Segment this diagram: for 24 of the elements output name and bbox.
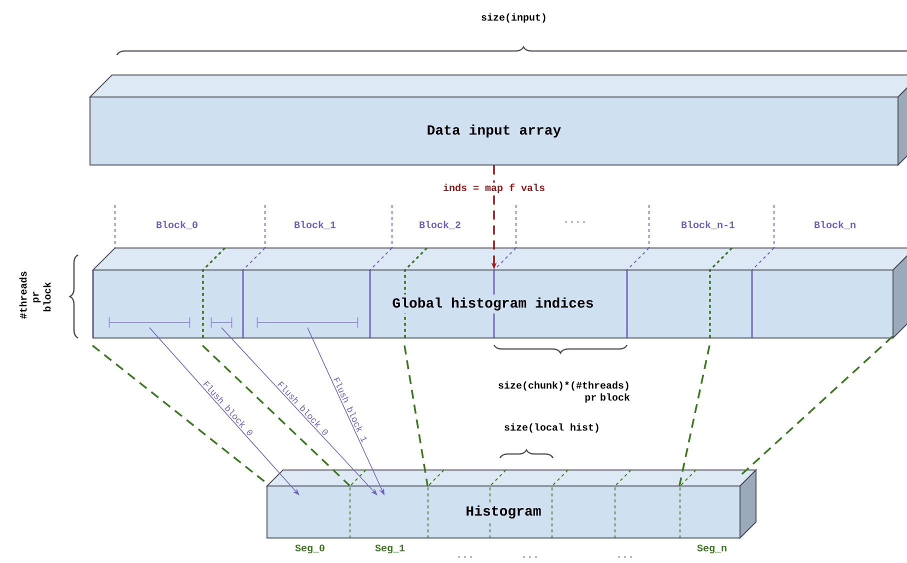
interval-marker <box>210 316 232 328</box>
label: ... <box>523 556 537 558</box>
projection-line <box>92 344 266 482</box>
interval-marker <box>108 316 190 328</box>
label: size(local hist) <box>504 423 598 433</box>
projection-line <box>740 336 894 476</box>
edge-label: inds = map f vals <box>444 184 544 194</box>
label: .... <box>565 221 585 223</box>
label: Block_0 <box>156 220 198 230</box>
label: size(chunk)*(#threads) pr block <box>498 381 630 403</box>
label: size(input) <box>482 13 546 23</box>
projection-line <box>202 344 350 486</box>
arrow <box>221 327 378 496</box>
label: Block_n-1 <box>682 220 735 230</box>
label: ... <box>458 556 472 558</box>
projection-line <box>678 345 710 486</box>
projection-line <box>404 345 428 486</box>
arrow <box>149 327 300 496</box>
label: #threads pr block <box>19 272 51 319</box>
label: Block_2 <box>420 220 460 230</box>
label: Block_1 <box>294 220 336 230</box>
label: ... <box>618 556 632 558</box>
interval-marker <box>256 316 358 328</box>
label: Block_n <box>814 220 856 230</box>
